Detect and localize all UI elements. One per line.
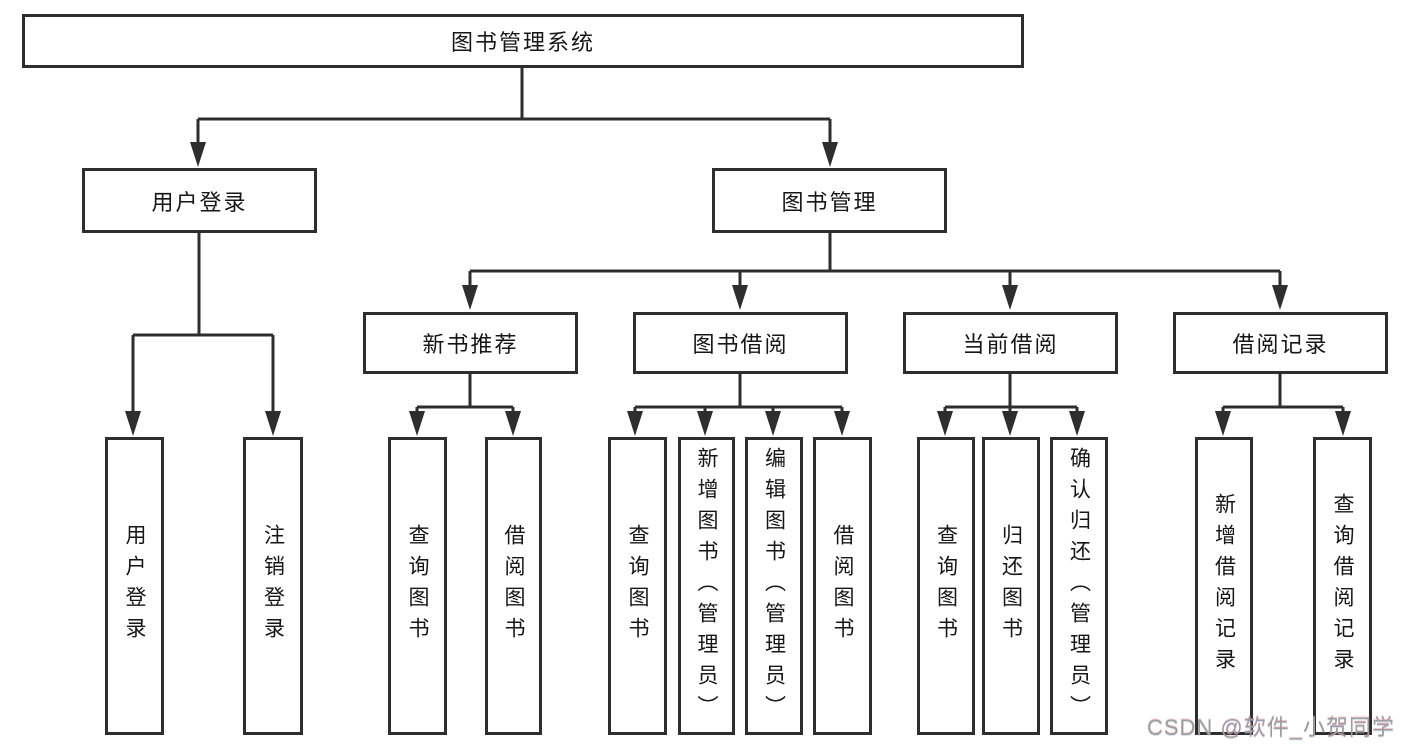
node-root-system: 图书管理系统	[22, 14, 1024, 68]
leaf-confirm-return-admin: 确认归还（管理员）	[1050, 437, 1108, 735]
leaf-edit-books-admin: 编辑图书（管理员）	[745, 437, 803, 735]
leaf-query-books-borrowing: 查询图书	[608, 437, 667, 735]
node-user-login: 用户登录	[82, 168, 317, 233]
leaf-query-books-current: 查询图书	[917, 437, 975, 735]
node-new-book-recommend: 新书推荐	[363, 312, 578, 374]
connector-book-management-branch	[462, 233, 1288, 310]
connector-borrowing-records-branch	[1215, 374, 1351, 436]
leaf-logout: 注销登录	[243, 437, 303, 735]
connector-root-to-level2	[190, 68, 838, 167]
leaf-query-books-recommend: 查询图书	[388, 437, 447, 735]
leaf-return-books: 归还图书	[982, 437, 1040, 735]
connector-user-login-branch	[125, 233, 281, 436]
node-book-borrowing: 图书借阅	[633, 312, 848, 374]
node-current-borrowing: 当前借阅	[903, 312, 1118, 374]
leaf-add-books-admin: 新增图书（管理员）	[678, 437, 735, 735]
connector-current-borrowing-branch	[937, 374, 1085, 436]
connector-book-borrowing-branch	[627, 374, 850, 436]
csdn-watermark: CSDN @软件_小贺同学	[1146, 715, 1395, 740]
connector-new-book-recommend-branch	[409, 374, 521, 436]
node-borrowing-records: 借阅记录	[1173, 312, 1388, 374]
leaf-borrow-books: 借阅图书	[813, 437, 872, 735]
node-book-management: 图书管理	[712, 168, 947, 233]
leaf-user-login: 用户登录	[105, 437, 164, 735]
leaf-borrow-books-recommend: 借阅图书	[485, 437, 542, 735]
leaf-add-borrow-record: 新增借阅记录	[1195, 437, 1253, 735]
leaf-query-borrow-record: 查询借阅记录	[1313, 437, 1372, 735]
